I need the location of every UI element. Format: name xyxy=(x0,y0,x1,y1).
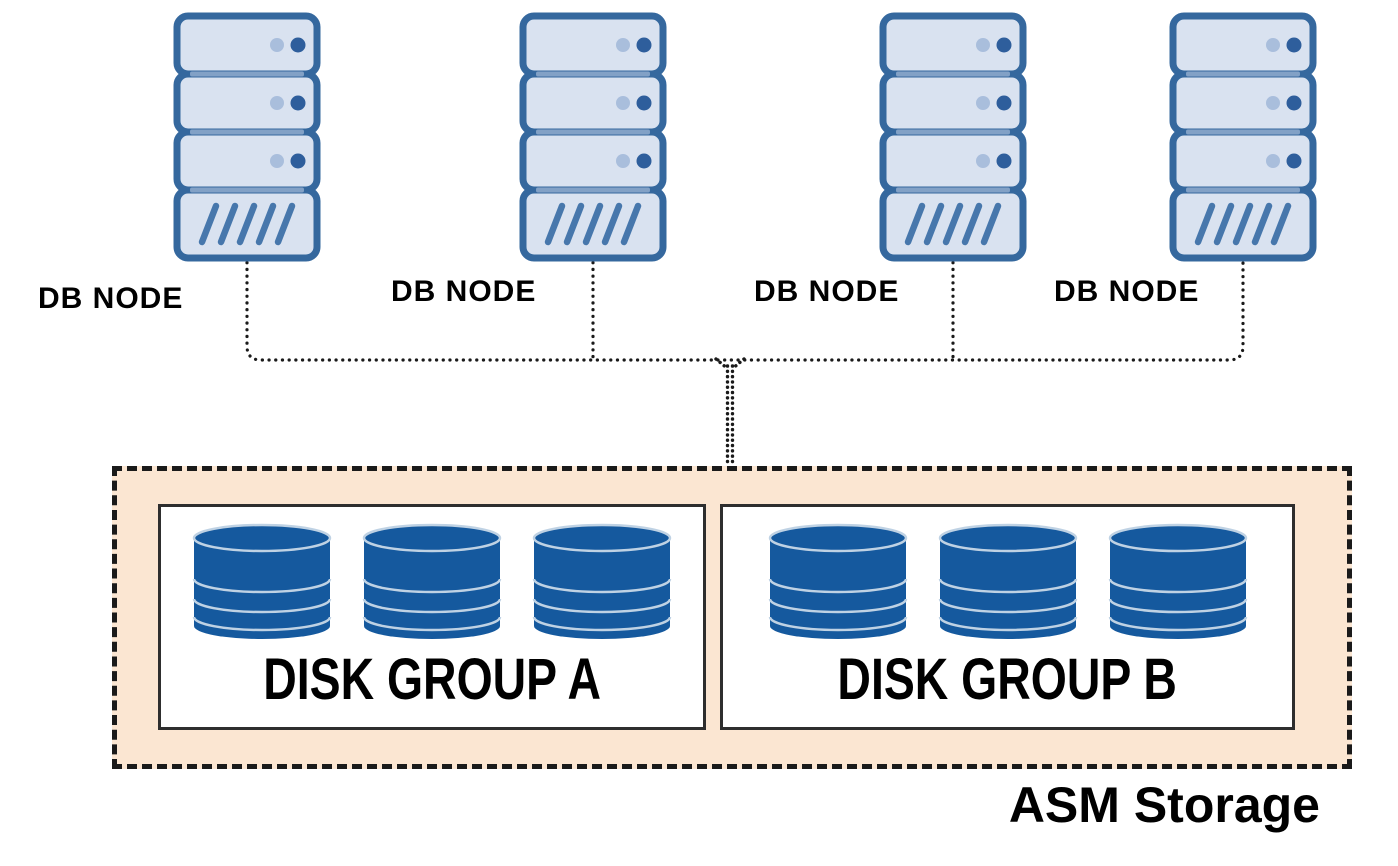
asm-storage-box: DISK GROUP A DISK GROUP B xyxy=(112,466,1352,769)
db-node-label-2: DB NODE xyxy=(391,275,537,308)
database-cylinder-icon xyxy=(192,523,332,641)
db-node-label-4: DB NODE xyxy=(1054,275,1200,308)
asm-storage-label: ASM Storage xyxy=(1008,777,1320,833)
server-rack-icon xyxy=(1168,12,1318,262)
disk-group-a-label: DISK GROUP A xyxy=(263,647,601,712)
disk-group-b-box: DISK GROUP B xyxy=(720,504,1295,730)
disk-group-a-box: DISK GROUP A xyxy=(158,504,706,730)
database-cylinder-icon xyxy=(362,523,502,641)
disk-group-b-label: DISK GROUP B xyxy=(837,647,1178,712)
connector-bus-line xyxy=(245,254,1245,362)
db-node-server-1 xyxy=(172,12,322,262)
server-rack-icon xyxy=(878,12,1028,262)
database-cylinder-icon xyxy=(532,523,672,641)
db-node-server-2 xyxy=(518,12,668,262)
database-cylinder-icon xyxy=(768,523,908,641)
server-rack-icon xyxy=(518,12,668,262)
db-node-server-4 xyxy=(1168,12,1318,262)
db-node-server-3 xyxy=(878,12,1028,262)
database-cylinder-icon xyxy=(938,523,1078,641)
disk-group-a-disks xyxy=(192,523,672,641)
database-cylinder-icon xyxy=(1108,523,1248,641)
connector-junction-left xyxy=(714,357,730,371)
connector-junction-right xyxy=(730,357,746,371)
db-node-label-1: DB NODE xyxy=(38,282,184,315)
server-rack-icon xyxy=(172,12,322,262)
disk-group-b-disks xyxy=(768,523,1248,641)
db-node-label-3: DB NODE xyxy=(754,275,900,308)
